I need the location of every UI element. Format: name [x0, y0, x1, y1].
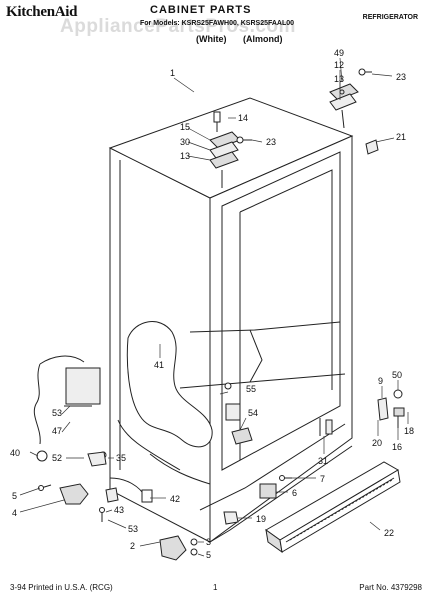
- center-bracket: [225, 403, 333, 445]
- lower-hinge: [59, 451, 187, 561]
- callout-47: 47: [52, 426, 62, 436]
- callout-9: 9: [378, 376, 383, 386]
- category-label: REFRIGERATOR: [362, 14, 418, 21]
- callout-53: 53: [52, 408, 62, 418]
- callout-40: 40: [10, 448, 20, 458]
- cabinet-inner-back: [239, 169, 333, 390]
- callout-13b: 13: [180, 151, 190, 161]
- right-hinge-parts: [377, 389, 405, 428]
- callout-43: 43: [114, 505, 124, 515]
- brand-logo: KitchenAid: [6, 4, 78, 20]
- callout-42: 42: [170, 494, 180, 504]
- callout-18: 18: [404, 426, 414, 436]
- callout-54: 54: [248, 408, 258, 418]
- callout-19: 19: [256, 514, 266, 524]
- callout-15: 15: [180, 122, 190, 132]
- callout-35: 35: [116, 453, 126, 463]
- callout-2: 2: [130, 541, 135, 551]
- callout-12: 12: [334, 60, 344, 70]
- callout-49: 49: [334, 48, 344, 58]
- callout-13: 13: [334, 74, 344, 84]
- callout-21: 21: [396, 132, 406, 142]
- leader-lines: [19, 57, 409, 557]
- callout-4: 4: [12, 508, 17, 518]
- callout-53b: 53: [128, 524, 138, 534]
- callout-labels: 1 49 12 13 23 14 15 30 23 13 21 41 55 54…: [10, 48, 414, 560]
- part-number: Part No. 4379298: [359, 583, 422, 592]
- callout-55: 55: [246, 384, 256, 394]
- callout-22: 22: [384, 528, 394, 538]
- color-variants: (White) (Almond): [196, 34, 297, 44]
- pin-21: [365, 139, 379, 155]
- callout-20: 20: [372, 438, 382, 448]
- cabinet-cutaway: [126, 321, 213, 448]
- top-hinge-right: [329, 83, 359, 129]
- callout-1: 1: [170, 68, 175, 78]
- model-numbers: For Models: KSRS25FAWH00, KSRS25FAAL00: [140, 20, 295, 27]
- page-number: 1: [213, 583, 218, 592]
- toe-grille: [265, 461, 401, 554]
- callout-41: 41: [154, 360, 164, 370]
- clip-19: [223, 511, 239, 525]
- wire-harness: [33, 355, 101, 462]
- cabinet-opening: [221, 151, 341, 471]
- callout-23: 23: [396, 72, 406, 82]
- cabinet-drawing: [33, 68, 405, 561]
- callout-5b: 5: [206, 550, 211, 560]
- callout-50: 50: [392, 370, 402, 380]
- page-title: CABINET PARTS: [150, 4, 252, 16]
- callout-3: 3: [206, 537, 211, 547]
- callout-30: 30: [180, 137, 190, 147]
- variant-almond: (Almond): [243, 34, 283, 44]
- variant-white: (White): [196, 34, 227, 44]
- callout-6: 6: [292, 488, 297, 498]
- callout-23b: 23: [266, 137, 276, 147]
- callout-52: 52: [52, 453, 62, 463]
- callout-14: 14: [238, 113, 248, 123]
- callout-7: 7: [320, 474, 325, 484]
- callout-31: 31: [318, 456, 328, 466]
- top-hinge-left: [209, 111, 241, 188]
- print-info: 3-94 Printed in U.S.A. (RCG): [10, 583, 113, 592]
- watermark: AppliancePartsPros.com: [60, 16, 296, 37]
- clip-6: [259, 483, 277, 499]
- callout-5: 5: [12, 491, 17, 501]
- callout-16: 16: [392, 442, 402, 452]
